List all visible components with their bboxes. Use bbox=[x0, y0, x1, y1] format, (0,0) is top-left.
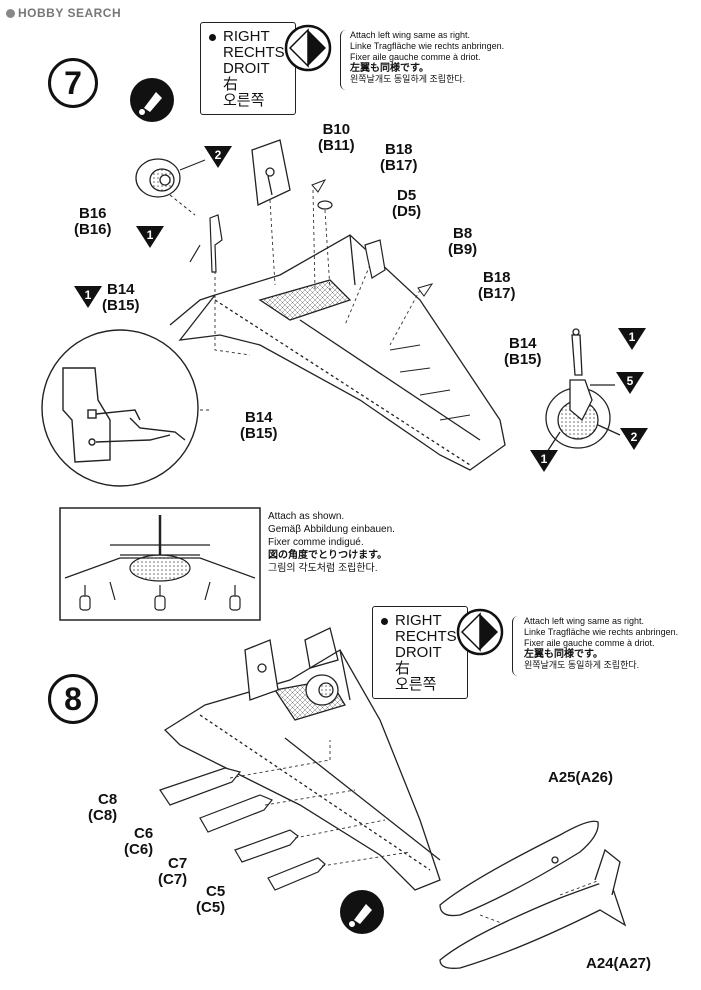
mirror-side-icon bbox=[284, 24, 332, 77]
step-number-8: 8 bbox=[48, 674, 98, 724]
side-label-de: RECHTS bbox=[223, 44, 285, 61]
side-label-en: RIGHT bbox=[395, 612, 442, 629]
marker-triangle-1-b14: 1 bbox=[74, 286, 102, 310]
part-label-a24: A24(A27) bbox=[586, 955, 652, 972]
svg-text:1: 1 bbox=[629, 330, 636, 344]
svg-text:1: 1 bbox=[85, 288, 92, 302]
part-label-b14-left: B14(B15) bbox=[102, 281, 140, 314]
wheel-detail-right bbox=[544, 328, 621, 456]
parts-c-series bbox=[159, 767, 326, 891]
part-c5-shape bbox=[267, 857, 326, 891]
mirror-side-icon bbox=[456, 608, 504, 661]
part-label-b14-right: B14(B15) bbox=[504, 335, 542, 368]
step-number-7: 7 bbox=[48, 58, 98, 108]
glue-icon bbox=[340, 890, 384, 934]
side-label-en: RIGHT bbox=[223, 28, 270, 45]
side-label-ko: 오른쪽 bbox=[223, 92, 265, 109]
side-label-de: RECHTS bbox=[395, 628, 457, 645]
aircraft-front-view bbox=[59, 507, 261, 621]
inset-detail-circle bbox=[41, 329, 199, 487]
marker-triangle-5: 5 bbox=[616, 372, 644, 396]
leader-lines-step7 bbox=[140, 189, 421, 411]
marker-triangle-2-right: 2 bbox=[620, 428, 648, 452]
part-b18-mid-icon bbox=[417, 283, 434, 297]
part-a24-tank bbox=[439, 879, 627, 969]
svg-text:1: 1 bbox=[541, 452, 548, 466]
svg-text:5: 5 bbox=[627, 374, 634, 388]
note-bracket bbox=[512, 616, 519, 676]
marker-triangle-1-b16: 1 bbox=[136, 226, 164, 250]
part-label-b16: B16(B16) bbox=[74, 205, 112, 238]
part-label-a25: A25(A26) bbox=[548, 769, 614, 786]
watermark-logo: HOBBY SEARCH bbox=[6, 6, 121, 20]
part-c6-shape bbox=[199, 794, 273, 833]
side-label-fr: DROIT bbox=[223, 60, 270, 77]
side-label-ko: 오른쪽 bbox=[395, 676, 437, 693]
marker-triangle-1-right-top: 1 bbox=[618, 328, 646, 352]
part-label-b10: B10(B11) bbox=[318, 121, 355, 154]
leader-lines-step8 bbox=[229, 740, 601, 931]
part-c7-shape bbox=[234, 829, 299, 863]
part-label-c8: C8(C8) bbox=[88, 791, 118, 824]
part-b18-top-icon bbox=[311, 179, 327, 193]
drop-tanks bbox=[439, 820, 627, 969]
part-b8 bbox=[364, 239, 386, 279]
svg-text:2: 2 bbox=[215, 148, 222, 162]
part-d5 bbox=[317, 200, 333, 210]
svg-text:1: 1 bbox=[147, 228, 154, 242]
side-indicator-box-step7: RIGHT RECHTS DROIT 右 오른쪽 bbox=[200, 22, 296, 115]
side-indicator-box-step8: RIGHT RECHTS DROIT 右 오른쪽 bbox=[372, 606, 468, 699]
note-bracket bbox=[340, 30, 347, 90]
part-c8-shape bbox=[159, 767, 242, 806]
part-label-b18-mid: B18(B17) bbox=[478, 269, 516, 302]
marker-triangle-1-right-bottom: 1 bbox=[530, 450, 558, 474]
glue-icon bbox=[130, 78, 174, 122]
svg-text:2: 2 bbox=[631, 430, 638, 444]
part-label-c5: C5(C5) bbox=[196, 883, 226, 916]
part-label-b8: B8(B9) bbox=[448, 225, 478, 258]
attach-left-wing-note-step7: Attach left wing same as right. Linke Tr… bbox=[350, 30, 505, 84]
part-wheel-step8 bbox=[305, 674, 339, 706]
part-b16-wheel bbox=[135, 158, 181, 198]
side-label-ja: 右 bbox=[223, 76, 239, 93]
part-label-b14-inset: B14(B15) bbox=[240, 409, 278, 442]
part-label-c6: C6(C6) bbox=[124, 825, 154, 858]
part-label-c7: C7(C7) bbox=[158, 855, 188, 888]
part-label-b18-top: B18(B17) bbox=[380, 141, 418, 174]
wing-step7 bbox=[169, 234, 506, 471]
side-label-ja: 右 bbox=[395, 660, 411, 677]
part-b14-strut bbox=[189, 214, 223, 273]
part-a25-tank bbox=[439, 820, 599, 917]
marker-triangle-2-top: 2 bbox=[204, 146, 232, 170]
attach-as-shown-note: Attach as shown. Gemäβ Abbildung einbaue… bbox=[268, 511, 395, 574]
part-label-d5: D5(D5) bbox=[392, 187, 422, 220]
attach-left-wing-note-step8: Attach left wing same as right. Linke Tr… bbox=[524, 616, 679, 670]
part-b10 bbox=[251, 139, 291, 206]
side-label-fr: DROIT bbox=[395, 644, 442, 661]
